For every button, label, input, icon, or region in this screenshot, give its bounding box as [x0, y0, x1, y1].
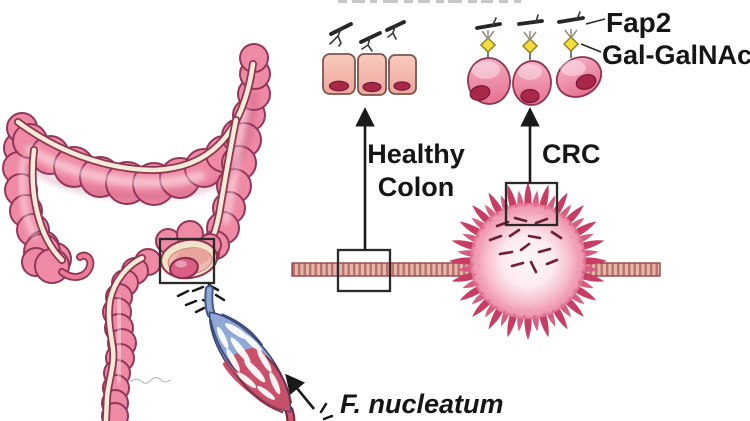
- crc-cell: [467, 17, 511, 105]
- crc-cells: [467, 11, 603, 106]
- colon-illustration: [2, 43, 271, 421]
- crc-cell: [512, 14, 552, 106]
- fap2-adhesin-icon: [481, 30, 495, 40]
- gal-galnac-diamond-icon: [480, 37, 496, 53]
- gal-galnac-diamond-icon: [563, 36, 579, 52]
- crc-cell: [555, 11, 603, 98]
- gal-galnac-diamond-icon: [522, 38, 538, 54]
- free-bacterium-icon: [329, 22, 353, 47]
- free-bacterium-icon: [385, 20, 406, 40]
- label-healthy-line1: Healthy: [367, 139, 465, 169]
- crc-sample-box: [504, 181, 559, 227]
- tenia-band: [14, 60, 257, 421]
- bacteria-swarm: [176, 283, 226, 314]
- f-nucleatum-arrow: [285, 373, 316, 410]
- fap2-bacterium-icon: [517, 19, 544, 26]
- sigmoid-opening: [155, 220, 222, 280]
- label-healthy-line2: Colon: [377, 172, 455, 202]
- colon-tumor-inspect-box: [158, 237, 216, 285]
- fap2-bacterium-icon: [475, 22, 502, 30]
- label-healthy-colon: Healthy Colon: [351, 138, 481, 204]
- crc-tumor-mass: [449, 182, 607, 340]
- gal-galnac-label-line: [580, 43, 602, 53]
- label-gal-galnac: Gal-GalNAc: [602, 40, 750, 70]
- appendix: [58, 251, 95, 281]
- fap2-adhesin-icon: [523, 31, 537, 41]
- artist-signature: [129, 376, 171, 384]
- colon-highlight: [25, 145, 205, 188]
- label-f-nucleatum: F. nucleatum: [340, 389, 504, 419]
- f-nucleatum-spindle-icon: [204, 284, 296, 421]
- colon-tumor: [169, 256, 199, 280]
- label-crc: CRC: [542, 139, 601, 169]
- fap2-bacterium-icon: [557, 16, 585, 24]
- bacteria-near-label: [319, 402, 334, 421]
- fap2-adhesin-icon: [564, 29, 578, 39]
- cropped-text-remnant: [338, 0, 521, 3]
- free-bacterium-icon: [359, 31, 382, 52]
- label-fap2: Fap2: [606, 7, 672, 38]
- healthy-cells: [322, 53, 417, 96]
- fap2-label-line: [585, 18, 606, 25]
